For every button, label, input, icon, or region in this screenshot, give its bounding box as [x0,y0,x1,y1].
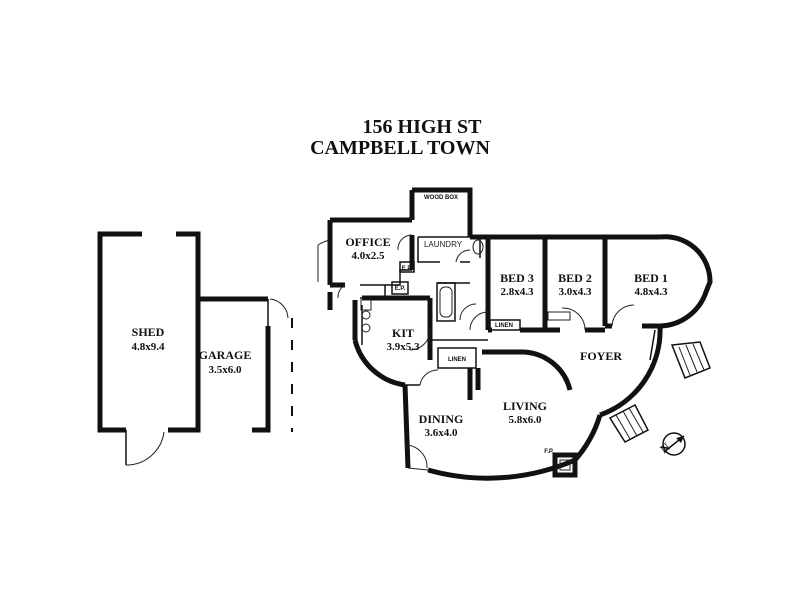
kitchen-dims: 3.9x5.3 [387,341,421,353]
bed2-dims: 3.0x4.3 [559,286,593,298]
linen-bath-label: LINEN [495,323,513,329]
dining-dims: 3.6x4.0 [425,427,459,439]
shed-dims: 4.8x9.4 [132,341,166,353]
office-dims: 4.0x2.5 [352,250,386,262]
bed1-dims: 4.8x4.3 [635,286,669,298]
fireplace-label: F.P. [544,449,554,455]
garage-dims: 3.5x6.0 [209,364,243,376]
bed2-label: BED 2 [558,271,592,285]
garage-label: GARAGE [199,348,252,362]
laundry-label: LAUNDRY [424,240,463,249]
office-label: OFFICE [345,235,390,249]
wood-box-label: WOOD BOX [424,195,458,201]
bed3-label: BED 3 [500,271,534,285]
address-line-1: 156 HIGH ST [363,116,483,138]
ep-label-2: E.P. [395,286,406,292]
north-arrow-icon: N [657,432,686,457]
address-line-2: CAMPBELL TOWN [310,137,490,159]
dining-label: DINING [419,412,464,426]
kitchen-label: KIT [392,326,414,340]
compass-north-label: N [657,440,673,457]
interior-walls [337,234,711,478]
shed-label: SHED [132,325,165,339]
bed1-label: BED 1 [634,271,668,285]
bed3-dims: 2.8x4.3 [501,286,535,298]
linen-hall-label: LINEN [448,357,466,363]
living-dims: 5.8x6.0 [509,414,543,426]
living-label: LIVING [503,399,547,413]
foyer-label: FOYER [580,349,622,363]
house-outline [317,187,713,481]
shed-outline [97,231,201,466]
garage-outline [198,296,293,433]
ep-label-1: E.P. [402,266,413,272]
